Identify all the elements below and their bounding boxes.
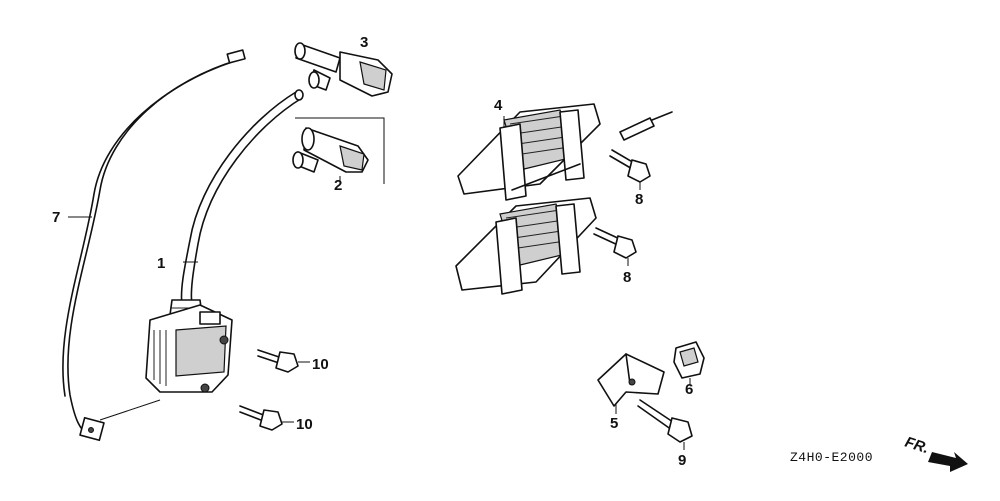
callout-6: 6	[685, 381, 693, 398]
callout-4: 4	[494, 97, 503, 114]
callout-8-upper: 8	[635, 191, 643, 208]
callout-10-upper: 10	[312, 356, 329, 373]
callout-2: 2	[334, 177, 342, 194]
front-direction-indicator: FR.	[903, 434, 968, 472]
part-6-clip[interactable]	[673, 341, 705, 384]
part-5-bracket[interactable]	[597, 353, 665, 414]
wire-terminal[interactable]	[619, 111, 673, 141]
direction-label: FR.	[903, 434, 931, 458]
callout-3: 3	[360, 34, 368, 51]
part-10-bolt-upper[interactable]	[257, 349, 310, 373]
arrow-right-icon	[928, 452, 968, 472]
part-9-bolt[interactable]	[637, 399, 693, 450]
diagram-code: Z4H0-E2000	[790, 450, 873, 465]
part-1-ignition-coil[interactable]	[145, 89, 304, 393]
part-3-spark-plug-cap[interactable]	[294, 42, 393, 97]
part-10-bolt-lower[interactable]	[239, 405, 294, 431]
part-8-bolt-upper[interactable]	[609, 149, 651, 190]
callout-8-lower: 8	[623, 269, 631, 286]
callout-10-lower: 10	[296, 416, 313, 433]
callout-9: 9	[678, 452, 686, 469]
callout-5: 5	[610, 415, 618, 432]
part-8-bolt-lower[interactable]	[593, 227, 637, 266]
part-4-exciter-coil[interactable]	[455, 103, 601, 295]
part-7-ground-wire[interactable]	[62, 49, 246, 442]
callout-1: 1	[157, 255, 165, 272]
part-2-spark-plug-cap[interactable]	[292, 117, 385, 184]
callout-7: 7	[52, 209, 60, 226]
